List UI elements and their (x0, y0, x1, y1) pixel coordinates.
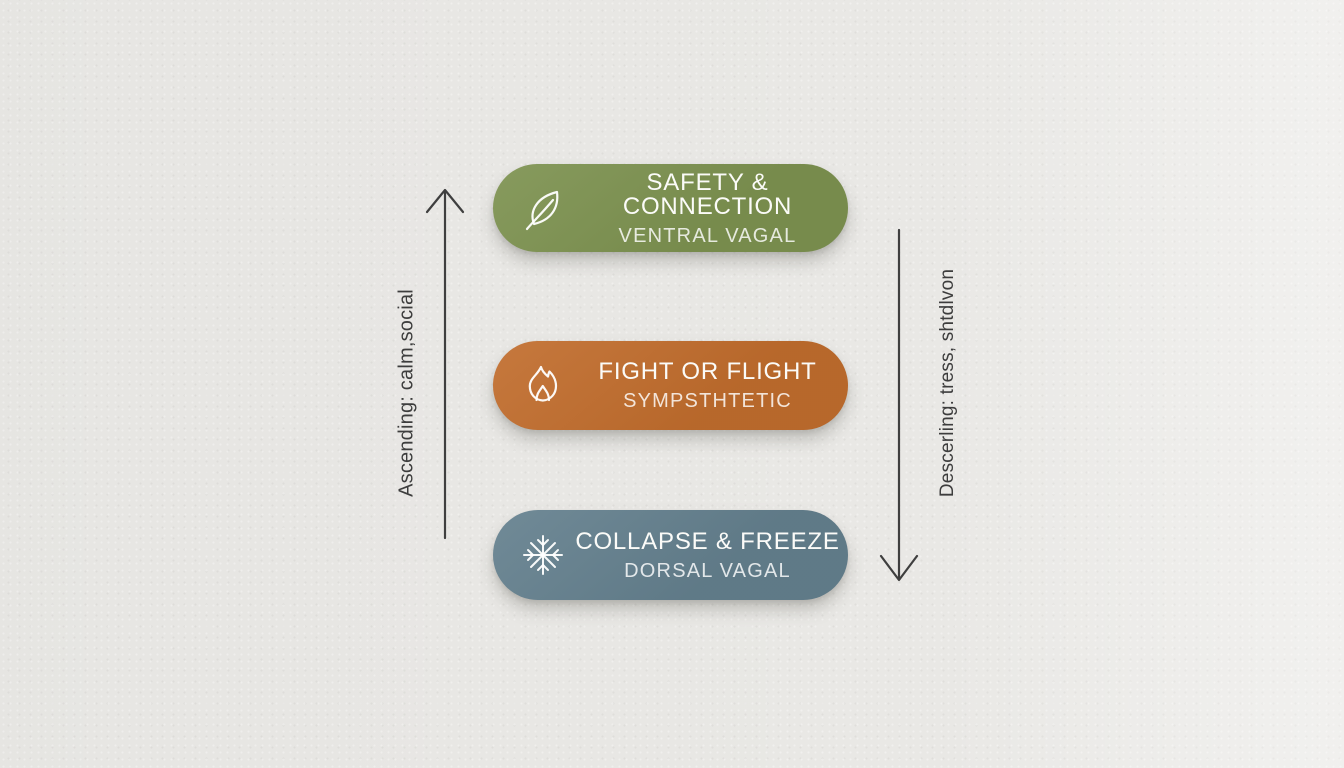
level-pill-fight-or-flight: FIGHT OR FLIGHT SYMPSTHTETIC (493, 341, 848, 430)
level-text-block: FIGHT OR FLIGHT SYMPSTHTETIC (567, 358, 848, 412)
level-title: SAFETY & CONNECTION (622, 168, 793, 220)
level-text-block: SAFETY & CONNECTION VENTRAL VAGAL (567, 168, 848, 247)
level-title: COLLAPSE & FREEZE (575, 527, 840, 555)
level-text-block: COLLAPSE & FREEZE DORSAL VAGAL (567, 527, 848, 582)
level-pill-safety-connection: SAFETY & CONNECTION VENTRAL VAGAL (493, 164, 848, 252)
flame-icon (519, 362, 567, 410)
descending-arrow-icon (879, 228, 919, 582)
level-pill-collapse-freeze: COLLAPSE & FREEZE DORSAL VAGAL (493, 510, 848, 600)
level-subtitle: DORSAL VAGAL (624, 559, 791, 582)
leaf-icon (519, 184, 567, 232)
descending-arrow-label: Descerling: tress, shtdlvon (937, 268, 958, 498)
snowflake-icon (519, 531, 567, 579)
ascending-arrow-icon (425, 188, 465, 540)
level-subtitle: SYMPSTHTETIC (623, 390, 792, 412)
level-subtitle: VENTRAL VAGAL (618, 224, 797, 247)
level-title: FIGHT OR FLIGHT (598, 358, 817, 385)
ascending-arrow-label: Ascending: calm,social (395, 289, 418, 497)
